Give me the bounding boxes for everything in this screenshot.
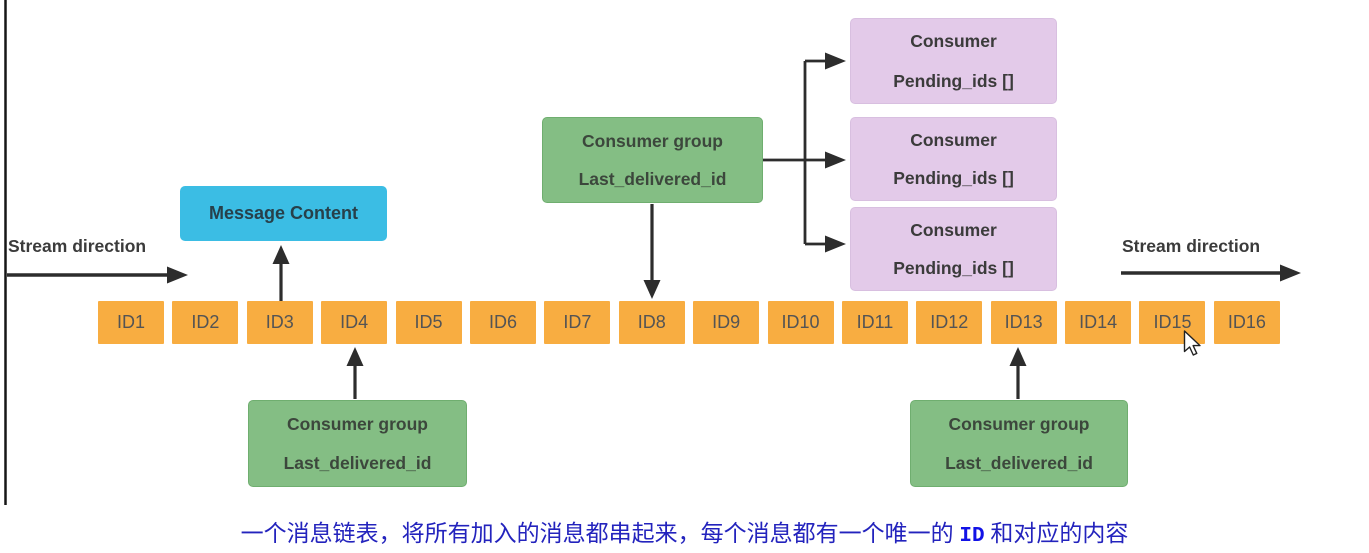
caption-suffix: 和对应的内容 xyxy=(984,521,1129,546)
consumer-group-bottom-left-node: Consumer group Last_delivered_id xyxy=(248,400,467,487)
stream-id-box: ID15 xyxy=(1139,301,1206,344)
stream-direction-label-left: Stream direction xyxy=(8,236,147,256)
consumer-node-3: Consumer Pending_ids [] xyxy=(850,207,1057,291)
consumer-group-last-delivered-id: Last_delivered_id xyxy=(283,453,432,473)
stream-direction-label-right: Stream direction xyxy=(1122,236,1261,256)
consumer-group-bottom-right-node: Consumer group Last_delivered_id xyxy=(910,400,1128,487)
consumer-group-last-delivered-id: Last_delivered_id xyxy=(945,453,1093,473)
stream-id-box: ID6 xyxy=(469,301,536,344)
consumer-title: Consumer xyxy=(910,220,997,240)
caption-id-highlight: ID xyxy=(959,525,985,548)
consumer-node-1: Consumer Pending_ids [] xyxy=(850,18,1057,104)
consumer-pending-ids: Pending_ids [] xyxy=(893,71,1014,91)
caption-text: 一个消息链表，将所有加入的消息都串起来，每个消息都有一个唯一的 ID 和对应的内… xyxy=(0,514,1369,548)
stream-arrow-right-icon xyxy=(1121,264,1301,282)
consumer-group-top-node: Consumer group Last_delivered_id xyxy=(542,117,763,203)
stream-id-box: ID5 xyxy=(395,301,462,344)
stream-id-box: ID14 xyxy=(1065,301,1132,344)
consumer-group-bottom-right-arrow xyxy=(1009,347,1027,399)
stream-id-box: ID12 xyxy=(916,301,983,344)
stream-id-box: ID7 xyxy=(544,301,611,344)
stream-id-box: ID3 xyxy=(246,301,313,344)
stream-id-box: ID2 xyxy=(172,301,239,344)
consumer-group-title: Consumer group xyxy=(948,414,1090,434)
consumer-group-bottom-left-arrow xyxy=(346,347,364,399)
stream-id-box: ID16 xyxy=(1213,301,1280,344)
consumer-title: Consumer xyxy=(910,31,997,51)
message-content-node: Message Content xyxy=(180,186,387,241)
consumer-title: Consumer xyxy=(910,130,997,150)
message-content-label: Message Content xyxy=(208,203,359,223)
message-content-arrow xyxy=(272,245,290,302)
stream-id-box: ID8 xyxy=(618,301,685,344)
consumer-branch-connector xyxy=(763,52,846,253)
stream-id-box: ID13 xyxy=(990,301,1057,344)
consumer-pending-ids: Pending_ids [] xyxy=(893,258,1014,278)
stream-id-box: ID1 xyxy=(98,301,164,344)
mouse-cursor-icon xyxy=(1183,330,1201,356)
consumer-group-last-delivered-id: Last_delivered_id xyxy=(578,169,727,189)
stream-id-row: ID1 ID2 ID3 ID4 ID5 ID6 ID7 ID8 ID9 ID10… xyxy=(98,301,1280,344)
consumer-group-top-arrow xyxy=(643,204,661,299)
stream-id-box: ID10 xyxy=(767,301,834,344)
stream-id-box: ID11 xyxy=(841,301,908,344)
consumer-group-title: Consumer group xyxy=(287,414,428,434)
stream-id-box: ID9 xyxy=(693,301,760,344)
consumer-node-2: Consumer Pending_ids [] xyxy=(850,117,1057,201)
stream-arrow-left-icon xyxy=(7,266,188,284)
consumer-pending-ids: Pending_ids [] xyxy=(893,168,1014,188)
stream-id-box: ID4 xyxy=(321,301,388,344)
caption-prefix: 一个消息链表，将所有加入的消息都串起来，每个消息都有一个唯一的 xyxy=(240,521,960,546)
consumer-group-title: Consumer group xyxy=(582,131,723,151)
